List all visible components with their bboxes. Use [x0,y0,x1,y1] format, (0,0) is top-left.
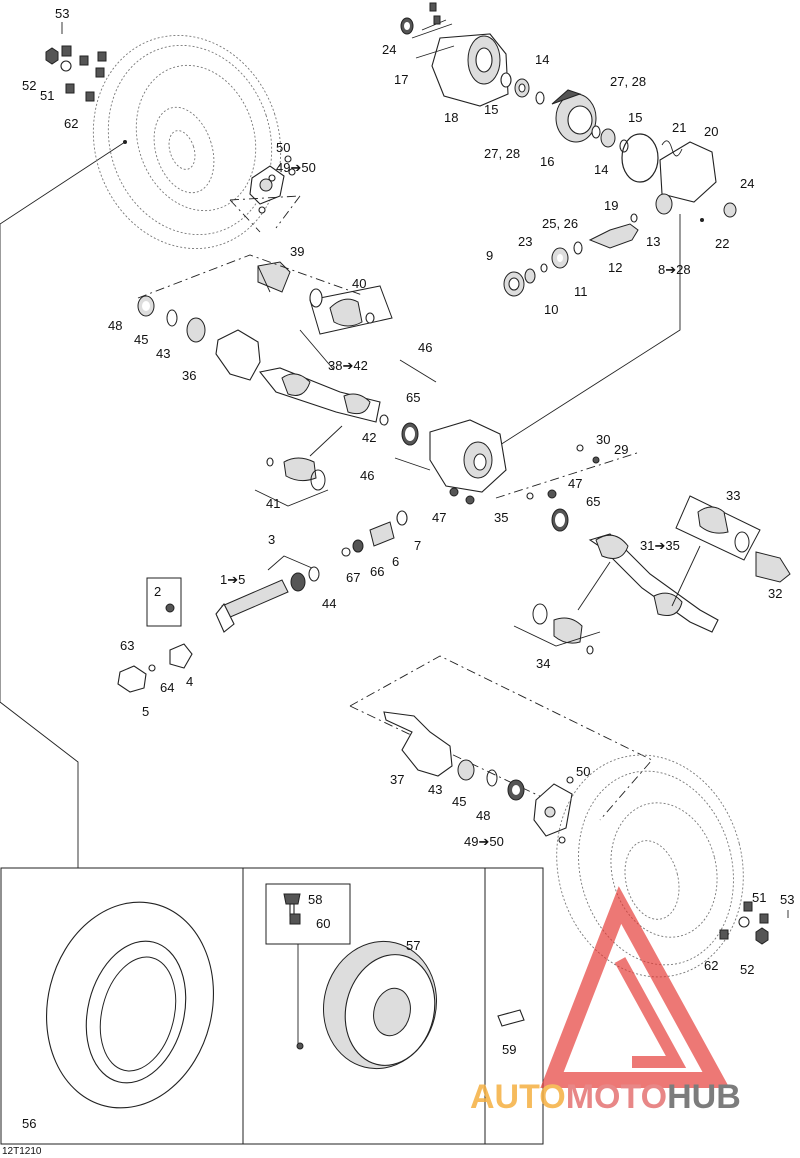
automotohub-watermark: AUTOMOTOHUB [470,886,741,1116]
callout-33: 33 [726,488,740,503]
callout-32: 32 [768,586,782,601]
front-left-driveshaft [137,254,437,507]
callout-64: 64 [160,680,174,695]
diagram-code: 12T1210 [2,1146,42,1157]
callout-66: 66 [370,564,384,579]
watermark-moto: MOTO [566,1078,667,1116]
rear-knuckle-hub [349,655,653,844]
rear-right-wheel [556,754,789,978]
callout-53b: 53 [780,892,794,907]
callout-63: 63 [120,638,134,653]
callout-23: 23 [518,234,532,249]
callout-22: 22 [715,236,729,251]
callout-65b: 65 [586,494,600,509]
callout-39: 39 [290,244,304,259]
callout-2: 2 [154,584,161,599]
callout-16: 16 [540,154,554,169]
callout-53: 53 [55,6,69,21]
callout-40: 40 [352,276,366,291]
callout-51b: 51 [752,890,766,905]
callout-8-28: 8➔28 [658,262,691,277]
callout-57: 57 [406,938,420,953]
callout-15: 15 [484,102,498,117]
callout-44: 44 [322,596,336,611]
callout-50b: 50 [576,764,590,779]
callout-1-5: 1➔5 [220,572,245,587]
callout-9: 9 [486,248,493,263]
callout-4: 4 [186,674,193,689]
callout-27-28: 27, 28 [610,74,646,89]
callout-45: 45 [134,332,148,347]
propeller-shaft [117,510,408,693]
rear-right-driveshaft [513,495,791,655]
callout-5: 5 [142,704,149,719]
bottom-panels [0,141,544,1145]
callout-48b: 48 [476,808,490,823]
tire-part-56 [46,901,214,1109]
front-differential-assembly [400,2,737,446]
callout-29: 29 [614,442,628,457]
callout-24: 24 [382,42,396,57]
callout-67: 67 [346,570,360,585]
callout-25-26: 25, 26 [542,216,578,231]
callout-34: 34 [536,656,550,671]
callout-45b: 45 [452,794,466,809]
callout-35: 35 [494,510,508,525]
callout-37: 37 [390,772,404,787]
callout-47b: 47 [432,510,446,525]
callout-14: 14 [535,52,549,67]
rim-part-57 [265,883,437,1070]
callout-43b: 43 [428,782,442,797]
callout-65: 65 [406,390,420,405]
callout-36: 36 [182,368,196,383]
watermark-hub: HUB [667,1078,741,1116]
callout-42: 42 [362,430,376,445]
callout-58: 58 [308,892,322,907]
front-left-wheel [45,34,301,250]
callout-52: 52 [22,78,36,93]
callout-46b: 46 [360,468,374,483]
callout-60: 60 [316,916,330,931]
callout-3: 3 [268,532,275,547]
callout-31-35: 31➔35 [640,538,680,553]
callout-59: 59 [502,1042,516,1057]
callout-46: 46 [418,340,432,355]
callout-19: 19 [604,198,618,213]
callout-50: 50 [276,140,290,155]
callout-48: 48 [108,318,122,333]
watermark-auto: AUTO [470,1078,566,1116]
callout-41: 41 [266,496,280,511]
callout-15b: 15 [628,110,642,125]
callout-6: 6 [392,554,399,569]
callout-11: 11 [574,284,588,299]
callout-62b: 62 [704,958,718,973]
decal-part-59 [497,1009,525,1027]
callout-43: 43 [156,346,170,361]
callout-56: 56 [22,1116,36,1131]
svg-text:AUTOMOTOHUB: AUTOMOTOHUB [470,1078,741,1116]
callout-18: 18 [444,110,458,125]
callout-38-42: 38➔42 [328,358,368,373]
callout-24b: 24 [740,176,754,191]
callout-51: 51 [40,88,54,103]
callout-27-28b: 27, 28 [484,146,520,161]
callout-49-50b: 49➔50 [464,834,504,849]
callout-52b: 52 [740,962,754,977]
callout-49-50: 49➔50 [276,160,316,175]
callout-30: 30 [596,432,610,447]
callout-labels: 53 52 51 62 50 49➔50 24 17 18 14 15 27, … [2,6,794,1157]
callout-21: 21 [672,120,686,135]
callout-17: 17 [394,72,408,87]
rear-differential [429,419,641,532]
callout-14b: 14 [594,162,608,177]
callout-47: 47 [568,476,582,491]
callout-20: 20 [704,124,718,139]
callout-62: 62 [64,116,78,131]
callout-12: 12 [608,260,622,275]
callout-13: 13 [646,234,660,249]
callout-10: 10 [544,302,558,317]
callout-7: 7 [414,538,421,553]
